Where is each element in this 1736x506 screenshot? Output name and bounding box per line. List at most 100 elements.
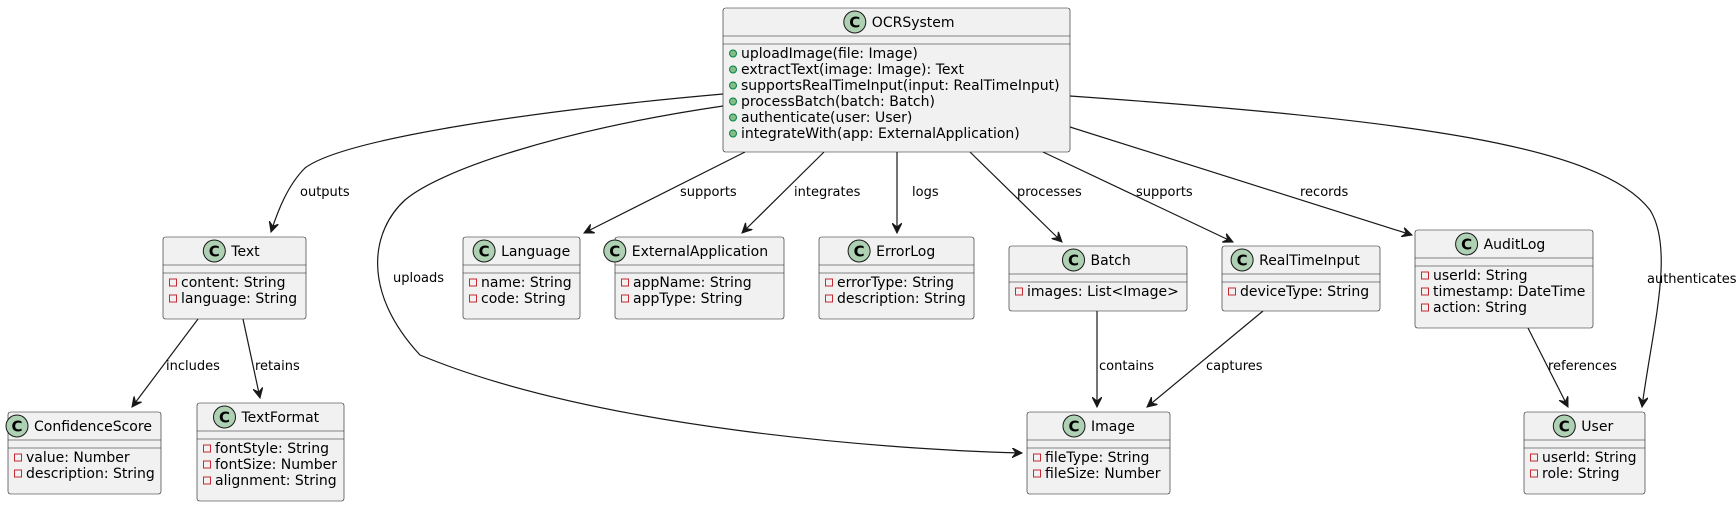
private-visibility-icon xyxy=(825,278,833,287)
class-name: Batch xyxy=(1091,253,1131,269)
class-stereotype-letter: C xyxy=(849,14,860,32)
class-box xyxy=(196,402,345,502)
relation-ocrsystem-to-image xyxy=(377,105,1022,453)
relation-ocrsystem-to-realtimeinput xyxy=(1042,151,1233,242)
class-attribute: content: String xyxy=(181,275,286,291)
class-name: ErrorLog xyxy=(876,244,935,260)
class-stereotype-letter: C xyxy=(609,243,620,261)
class-name: ConfidenceScore xyxy=(34,419,152,435)
relation-label-realtimeinput-to-image: captures xyxy=(1206,359,1263,374)
class-stereotype-letter: C xyxy=(1068,418,1079,436)
class-attribute: action: String xyxy=(1433,300,1527,316)
class-name: OCRSystem xyxy=(872,15,955,31)
private-visibility-icon xyxy=(1530,469,1538,478)
private-visibility-icon xyxy=(203,460,211,469)
class-name: ExternalApplication xyxy=(632,244,768,260)
class-stereotype-icon xyxy=(213,405,236,429)
class-attribute: images: List<Image> xyxy=(1027,284,1179,300)
class-method: supportsRealTimeInput(input: RealTimeInp… xyxy=(741,78,1060,94)
relation-realtimeinput-to-image xyxy=(1147,310,1264,407)
class-box xyxy=(1008,245,1188,312)
class-attribute: role: String xyxy=(1542,466,1619,482)
class-stereotype-icon xyxy=(843,10,867,34)
class-box xyxy=(1414,229,1594,329)
private-visibility-icon xyxy=(1421,271,1429,280)
class-stereotype-icon xyxy=(5,414,29,438)
class-stereotype-letter: C xyxy=(1559,418,1570,436)
public-visibility-icon xyxy=(729,81,737,90)
relation-label-ocrsystem-to-auditlog: records xyxy=(1300,185,1349,200)
relation-label-auditlog-to-user: references xyxy=(1548,359,1617,374)
class-attribute: timestamp: DateTime xyxy=(1433,284,1585,300)
class-stereotype-letter: C xyxy=(479,243,490,261)
class-stereotype-icon xyxy=(603,239,627,263)
class-stereotype-icon xyxy=(472,239,496,263)
private-visibility-icon xyxy=(169,278,177,287)
private-visibility-icon xyxy=(469,278,477,287)
public-visibility-icon xyxy=(729,49,737,58)
relation-label-ocrsystem-to-errorlog: logs xyxy=(912,185,939,200)
class-stereotype-icon xyxy=(1552,414,1576,438)
class-attribute: errorType: String xyxy=(837,275,954,291)
class-attribute: fileType: String xyxy=(1045,450,1149,466)
class-attribute: alignment: String xyxy=(215,473,337,489)
class-attribute: language: String xyxy=(181,291,297,307)
class-method: processBatch(batch: Batch) xyxy=(741,94,935,110)
class-method: integrateWith(app: ExternalApplication) xyxy=(741,126,1020,142)
class-attribute: value: Number xyxy=(26,450,130,466)
class-name: AuditLog xyxy=(1484,237,1546,253)
private-visibility-icon xyxy=(14,469,22,478)
private-visibility-icon xyxy=(1015,287,1023,296)
class-attribute: fontSize: Number xyxy=(215,457,337,473)
relation-label-ocrsystem-to-realtimeinput: supports xyxy=(1136,185,1193,200)
class-stereotype-icon xyxy=(1230,248,1254,272)
class-attribute: name: String xyxy=(481,275,572,291)
relation-label-ocrsystem-to-image: uploads xyxy=(393,271,444,286)
class-name: Language xyxy=(501,244,570,260)
class-attribute: deviceType: String xyxy=(1240,284,1369,300)
class-stereotype-icon xyxy=(1062,414,1086,438)
class-box xyxy=(1221,245,1381,312)
class-stereotype-icon xyxy=(847,239,871,263)
class-attribute: fileSize: Number xyxy=(1045,466,1161,482)
private-visibility-icon xyxy=(169,294,177,303)
class-name: TextFormat xyxy=(241,410,320,426)
private-visibility-icon xyxy=(203,476,211,485)
class-stereotype-icon xyxy=(1455,232,1479,256)
public-visibility-icon xyxy=(729,65,737,74)
class-stereotype-letter: C xyxy=(1461,236,1472,254)
relation-text-to-textformat xyxy=(242,318,260,398)
class-attribute: userId: String xyxy=(1542,450,1637,466)
class-attribute: appName: String xyxy=(633,275,752,291)
class-method: extractText(image: Image): Text xyxy=(741,62,965,78)
class-stereotype-letter: C xyxy=(209,243,220,261)
class-attribute: fontStyle: String xyxy=(215,441,329,457)
class-stereotype-letter: C xyxy=(854,243,865,261)
relation-ocrsystem-to-externalapplication xyxy=(742,151,825,233)
relation-label-ocrsystem-to-language: supports xyxy=(680,185,737,200)
relation-ocrsystem-to-language xyxy=(584,151,746,234)
private-visibility-icon xyxy=(1421,303,1429,312)
class-stereotype-icon xyxy=(1062,248,1085,272)
class-box xyxy=(1026,411,1171,495)
private-visibility-icon xyxy=(14,453,22,462)
private-visibility-icon xyxy=(203,444,211,453)
relation-label-ocrsystem-to-batch: processes xyxy=(1017,185,1082,200)
relation-label-batch-to-image: contains xyxy=(1099,359,1154,374)
private-visibility-icon xyxy=(1421,287,1429,296)
